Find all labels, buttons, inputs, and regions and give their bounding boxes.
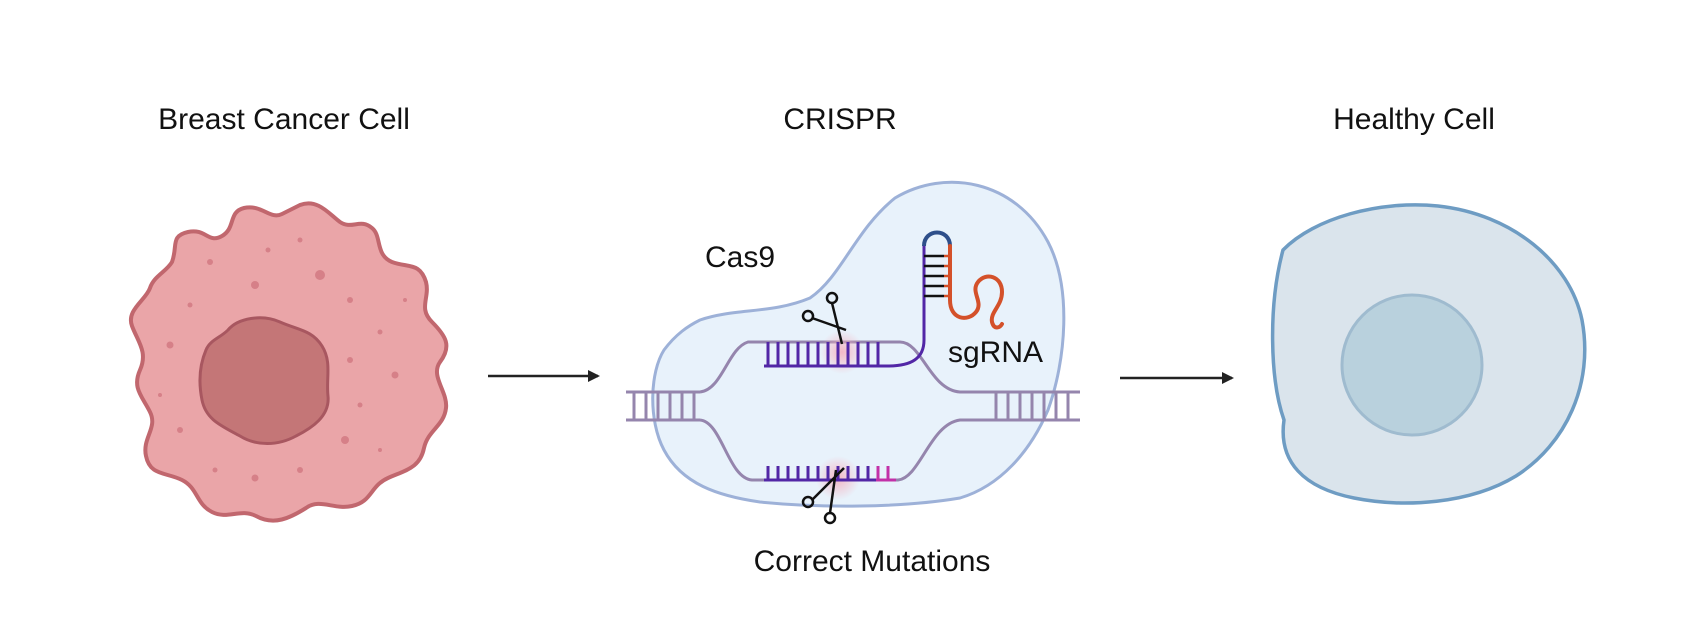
non-target-strand xyxy=(764,456,896,500)
healthy-cell-nucleus xyxy=(1340,293,1484,437)
cas9-label: Cas9 xyxy=(705,241,776,274)
crispr-title: CRISPR xyxy=(783,103,897,136)
correct-mutations-caption: Correct Mutations xyxy=(753,545,991,578)
healthy-cell-icon xyxy=(1270,203,1587,505)
sgrna-target-duplex xyxy=(764,304,926,374)
breast-cancer-cell-icon xyxy=(128,201,449,523)
scissors-icon xyxy=(801,291,847,345)
cancer-cell-nucleus xyxy=(198,316,330,445)
sgrna-label: sgRNA xyxy=(948,336,1044,369)
sgrna-hairpin-icon xyxy=(922,230,1004,330)
scissors-icon xyxy=(801,467,845,525)
cancer-cell-title: Breast Cancer Cell xyxy=(158,103,410,136)
healthy-cell-title: Healthy Cell xyxy=(1333,103,1495,136)
dna-flanks xyxy=(626,340,1080,482)
cancer-cell-vesicles xyxy=(158,237,407,482)
